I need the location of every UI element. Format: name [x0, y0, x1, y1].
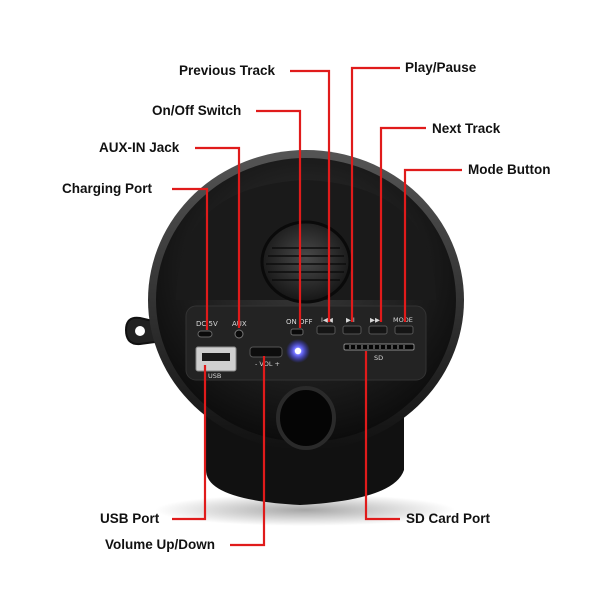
label-next-track: Next Track	[432, 121, 501, 136]
panel-next: ▶▶I	[370, 316, 382, 324]
leader-previous-track	[290, 69, 331, 322]
aux-jack	[234, 329, 244, 339]
label-aux-in-jack: AUX-IN Jack	[99, 140, 180, 155]
charging-port	[197, 330, 213, 338]
label-sd-card-port: SD Card Port	[406, 511, 491, 526]
panel-usb: USB	[208, 372, 221, 380]
label-mode-button: Mode Button	[468, 162, 551, 177]
leader-volume-up-down	[230, 356, 266, 547]
label-on-off-switch: On/Off Switch	[152, 103, 242, 118]
sd-card-slot	[343, 343, 415, 351]
label-play-pause: Play/Pause	[405, 60, 477, 75]
strap-hole	[135, 326, 145, 336]
bass-port	[276, 386, 336, 450]
leader-usb-port	[172, 365, 207, 521]
panel-mode: MODE	[393, 316, 413, 324]
label-usb-port: USB Port	[100, 511, 160, 526]
sd-card-contacts	[349, 345, 405, 349]
leader-mode-button	[403, 168, 462, 322]
leader-charging-port	[172, 187, 209, 330]
mode-button	[394, 325, 414, 335]
play-pause-button	[342, 325, 362, 335]
volume-rocker	[249, 346, 283, 358]
upper-grille	[260, 220, 352, 304]
label-previous-track: Previous Track	[179, 63, 276, 78]
leader-play-pause	[350, 66, 400, 322]
leader-lines	[172, 66, 462, 547]
status-led	[294, 347, 302, 355]
previous-track-button	[316, 325, 336, 335]
panel-play: ▶II	[346, 316, 355, 324]
next-track-button	[368, 325, 388, 335]
leader-sd-card-port	[364, 351, 400, 521]
usb-port-slot	[202, 353, 230, 361]
leader-next-track	[379, 126, 426, 322]
leader-on-off-switch	[256, 109, 302, 328]
label-volume-up-down: Volume Up/Down	[105, 537, 215, 552]
panel-sd: SD	[374, 354, 383, 362]
label-charging-port: Charging Port	[62, 181, 152, 196]
panel-prev: I◀◀	[321, 316, 333, 324]
on-off-switch	[290, 328, 304, 336]
leader-aux-in-jack	[195, 146, 241, 328]
panel-vol: - VOL +	[255, 360, 280, 368]
